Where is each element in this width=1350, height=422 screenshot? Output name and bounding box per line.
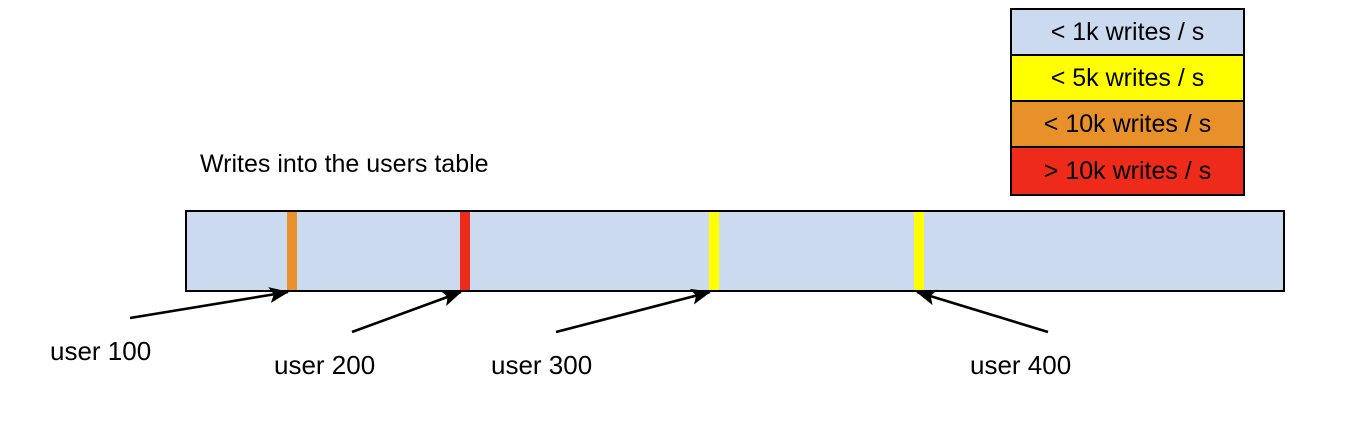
marker-stripe-user-200	[460, 212, 470, 290]
legend-label-under-5k: < 5k writes / s	[1050, 63, 1205, 92]
legend-row-under-10k: < 10k writes / s	[1012, 102, 1243, 148]
chart-title: Writes into the users table	[200, 150, 489, 178]
marker-label-user-200: user 200	[274, 350, 376, 380]
legend-label-under-10k: < 10k writes / s	[1043, 109, 1212, 138]
legend-row-over-10k: > 10k writes / s	[1012, 148, 1243, 194]
arrow-user-100	[129, 287, 290, 320]
arrow-user-200	[351, 290, 462, 334]
marker-stripe-user-300	[709, 212, 719, 290]
marker-label-user-100: user 100	[50, 336, 152, 366]
marker-stripe-user-400	[914, 212, 924, 290]
legend-label-over-10k: > 10k writes / s	[1043, 156, 1212, 185]
marker-label-user-400: user 400	[970, 350, 1072, 380]
legend-row-under-1k: < 1k writes / s	[1012, 10, 1243, 56]
arrow-user-300	[555, 288, 712, 334]
arrow-user-400	[916, 289, 1049, 334]
legend-row-under-5k: < 5k writes / s	[1012, 56, 1243, 102]
users-table-bar	[185, 210, 1285, 292]
marker-label-user-300: user 300	[491, 350, 593, 380]
legend-label-under-1k: < 1k writes / s	[1050, 17, 1205, 46]
legend: < 1k writes / s < 5k writes / s < 10k wr…	[1010, 8, 1245, 196]
marker-stripe-user-100	[287, 212, 297, 290]
